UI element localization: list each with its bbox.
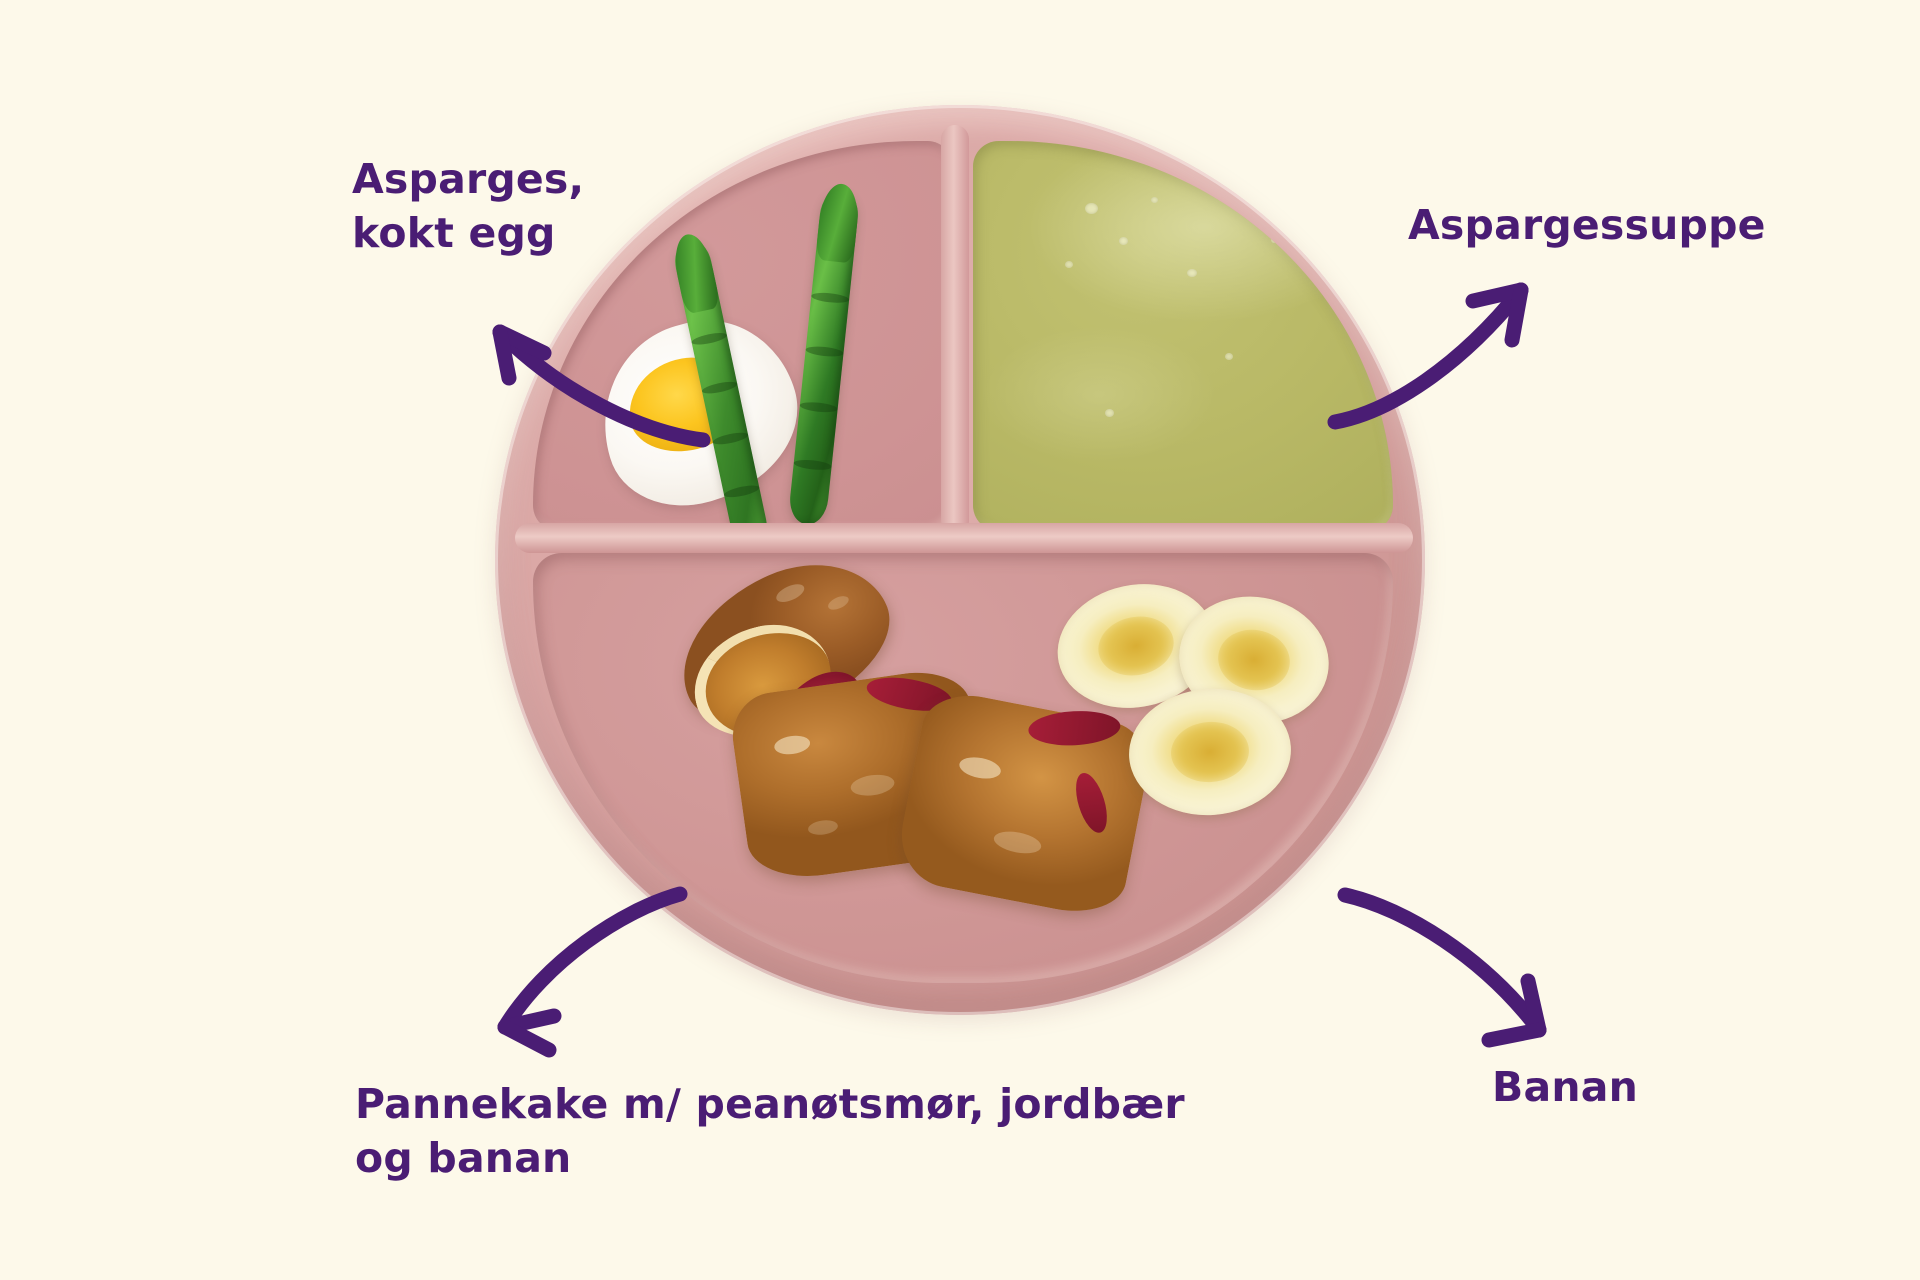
divided-silicone-plate <box>495 105 1425 1015</box>
plate-rim-highlight <box>495 105 1425 1015</box>
label-banan: Banan <box>1492 1063 1638 1111</box>
label-asparges-kokt-egg: Asparges, kokt egg <box>352 155 585 258</box>
label-aspargessuppe: Aspargessuppe <box>1408 201 1766 249</box>
label-pannekake: Pannekake m/ peanøtsmør, jordbær og bana… <box>355 1080 1185 1183</box>
